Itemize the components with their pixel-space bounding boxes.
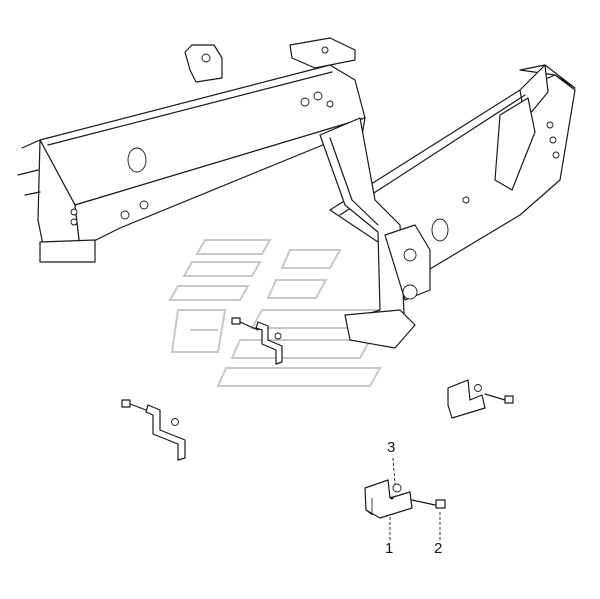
callout-label-3: 3 xyxy=(387,439,395,456)
bracket-assembly-right xyxy=(447,379,514,419)
callout-bracket-detail xyxy=(364,479,446,519)
part-3-nut xyxy=(392,483,402,493)
callout-label-2: 2 xyxy=(434,540,442,557)
crossmember xyxy=(319,117,431,349)
callout-label-1: 1 xyxy=(385,540,393,557)
watermark-logo xyxy=(168,239,392,387)
part-2-bolt xyxy=(435,499,446,509)
frame-rail-left xyxy=(17,37,366,263)
bracket-assembly-center xyxy=(231,317,283,365)
bracket-assembly-left xyxy=(121,399,186,461)
leader-line-3 xyxy=(392,457,396,485)
